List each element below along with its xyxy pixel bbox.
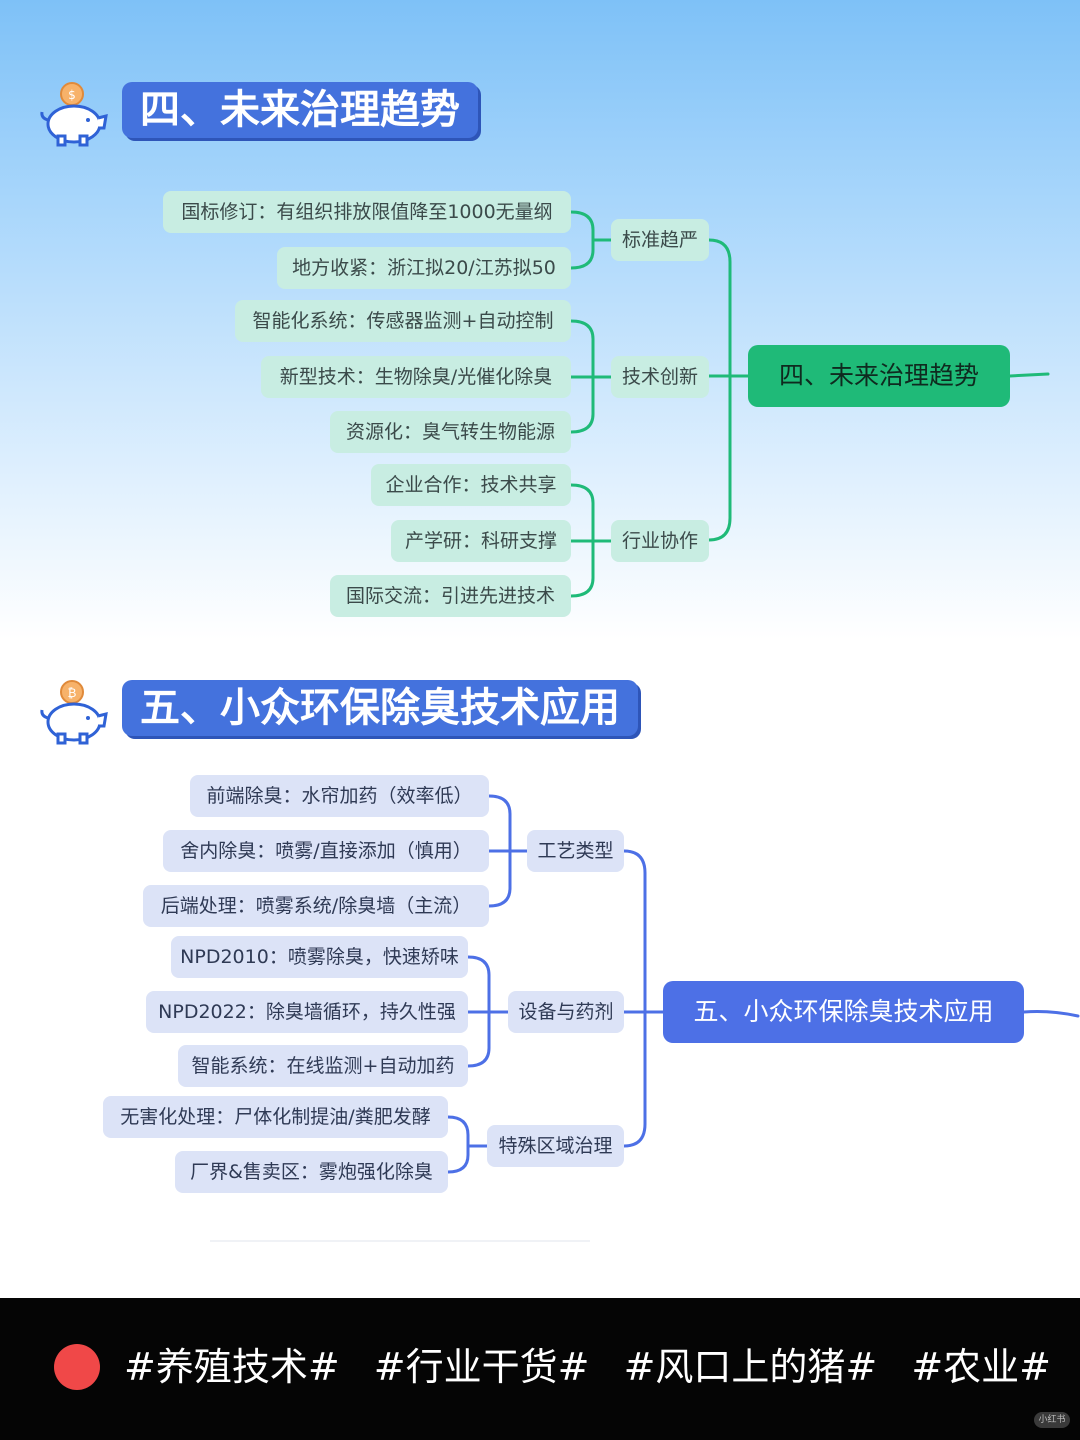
branch-s5-2: 设备与药剂 xyxy=(508,991,624,1033)
svg-text:₿: ₿ xyxy=(68,686,77,700)
branch-s4-3: 行业协作 xyxy=(611,520,709,562)
footer-bar: #养殖技术# #行业干货# #风口上的猪# #农业# xyxy=(0,1298,1080,1440)
hashtag[interactable]: #行业干货# xyxy=(373,1345,590,1389)
root-s5: 五、小众环保除臭技术应用 xyxy=(663,981,1024,1043)
branch-s5-3: 特殊区域治理 xyxy=(487,1125,624,1167)
section4-heading: $ 四、未来治理趋势 xyxy=(38,80,498,147)
section5-title: 五、小众环保除臭技术应用 xyxy=(122,680,638,736)
leaf-s5-4: NPD2010：喷雾除臭，快速矫味 xyxy=(171,936,468,978)
hashtag[interactable]: #农业# xyxy=(911,1345,1052,1389)
piggy-bank-coin-icon: $ xyxy=(40,82,108,147)
leaf-s5-2: 舍内除臭：喷雾/直接添加（慎用） xyxy=(163,830,489,872)
branch-s5-1: 工艺类型 xyxy=(527,830,624,872)
leaf-s4-2: 地方收紧：浙江拟20/江苏拟50 xyxy=(277,247,571,289)
leaf-s5-5: NPD2022：除臭墙循环，持久性强 xyxy=(146,991,468,1033)
leaf-s5-7: 无害化处理：尸体化制提油/粪肥发酵 xyxy=(103,1096,448,1138)
svg-text:$: $ xyxy=(68,88,76,102)
leaf-s4-3: 智能化系统：传感器监测+自动控制 xyxy=(235,300,571,342)
leaf-s5-6: 智能系统：在线监测+自动加药 xyxy=(178,1045,468,1087)
hashtag[interactable]: #风口上的猪# xyxy=(623,1345,878,1389)
divider xyxy=(210,1240,590,1242)
leaf-s5-8: 厂界&售卖区：雾炮强化除臭 xyxy=(175,1151,448,1193)
root-s4: 四、未来治理趋势 xyxy=(748,345,1010,407)
leaf-s4-1: 国标修订：有组织排放限值降至1000无量纲 xyxy=(163,191,571,233)
branch-s4-2: 技术创新 xyxy=(611,356,709,398)
hashtag-list: #养殖技术# #行业干货# #风口上的猪# #农业# xyxy=(124,1338,1073,1396)
leaf-s4-5: 资源化：臭气转生物能源 xyxy=(330,411,571,453)
leaf-s5-1: 前端除臭：水帘加药（效率低） xyxy=(190,775,489,817)
watermark: 小红书 xyxy=(1034,1412,1070,1428)
leaf-s5-3: 后端处理：喷雾系统/除臭墙（主流） xyxy=(143,885,489,927)
piggy-bank-coin-icon: ₿ xyxy=(40,680,108,745)
leaf-s4-8: 国际交流：引进先进技术 xyxy=(330,575,571,617)
branch-s4-1: 标准趋严 xyxy=(611,219,709,261)
hashtag[interactable]: #养殖技术# xyxy=(124,1345,340,1389)
section5-heading: ₿ 五、小众环保除臭技术应用 xyxy=(38,678,678,745)
leaf-s4-4: 新型技术：生物除臭/光催化除臭 xyxy=(261,356,571,398)
leaf-s4-7: 产学研：科研支撑 xyxy=(391,520,571,562)
record-dot-icon xyxy=(54,1344,100,1390)
leaf-s4-6: 企业合作：技术共享 xyxy=(371,464,571,506)
section4-title: 四、未来治理趋势 xyxy=(122,82,478,138)
